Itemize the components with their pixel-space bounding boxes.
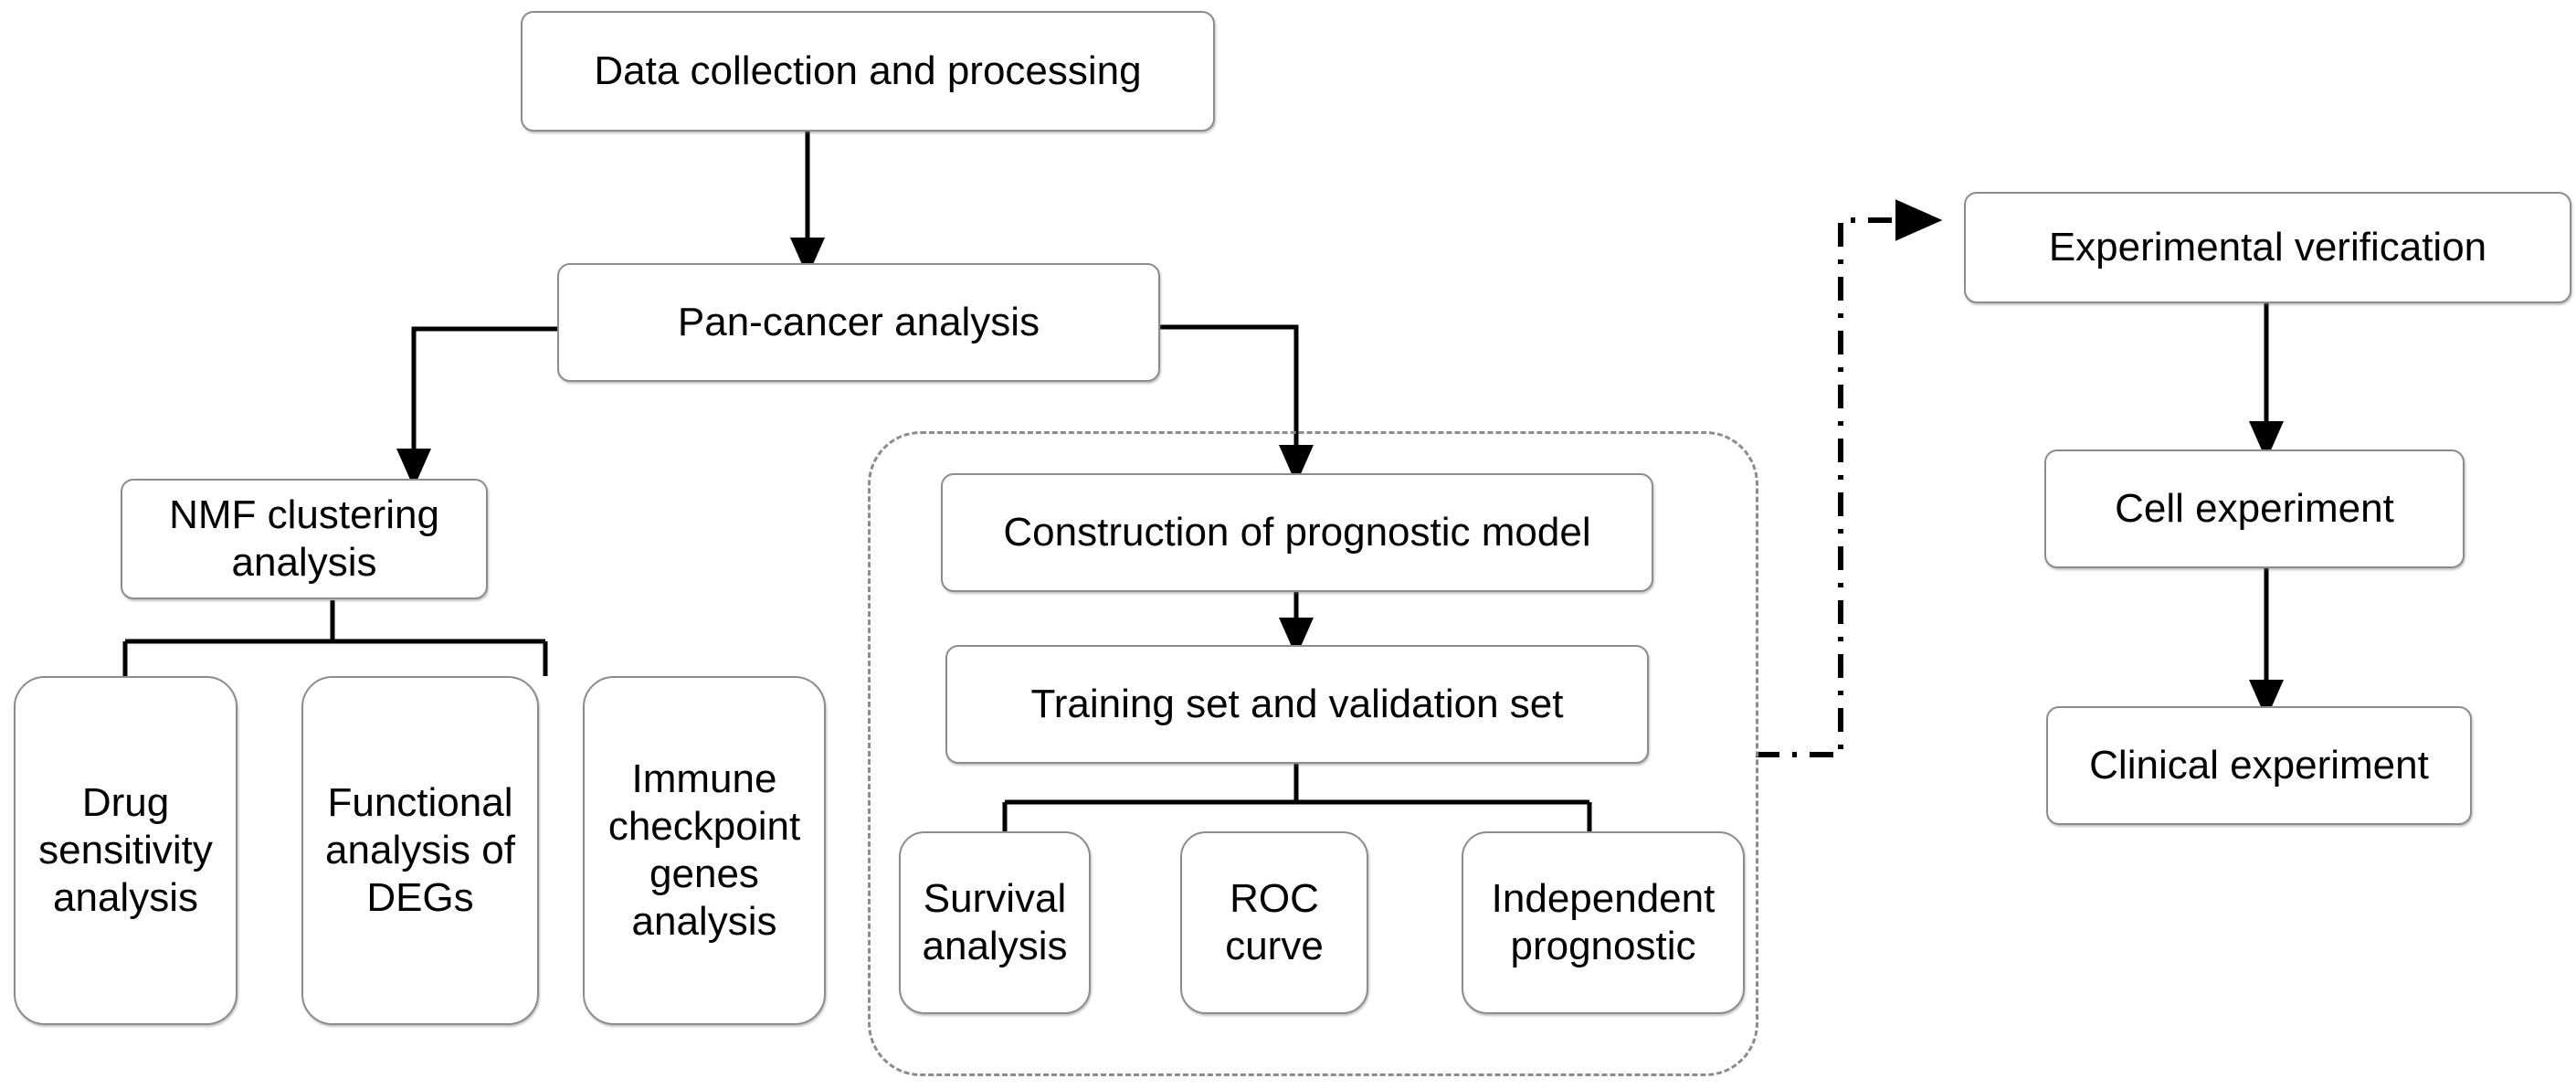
edge-nmf-to-children-bracket [122, 600, 548, 676]
node-construction-model[interactable]: Construction of prognostic model [941, 473, 1653, 592]
node-experimental-verification-label: Experimental verification [2048, 225, 2487, 270]
node-clinical-experiment[interactable]: Clinical experiment [2046, 706, 2472, 825]
node-roc-curve-label: ROC curve [1225, 876, 1324, 968]
node-independent-prognostic-label: Independent prognostic [1491, 876, 1716, 968]
node-data-collection[interactable]: Data collection and processing [521, 11, 1215, 132]
node-functional-analysis[interactable]: Functional analysis of DEGs [301, 676, 539, 1025]
node-pan-cancer-label: Pan-cancer analysis [677, 300, 1040, 345]
node-roc-curve[interactable]: ROC curve [1180, 831, 1368, 1014]
node-clinical-experiment-label: Clinical experiment [2089, 743, 2429, 788]
node-immune-checkpoint[interactable]: Immune checkpoint genes analysis [583, 676, 826, 1025]
edge-group-to-experimental-verification [1756, 199, 1943, 757]
node-functional-analysis-label: Functional analysis of DEGs [325, 780, 515, 920]
node-drug-sensitivity[interactable]: Drug sensitivity analysis [14, 676, 238, 1025]
node-survival-analysis[interactable]: Survival analysis [899, 831, 1091, 1014]
edge-pan-cancer-to-nmf [396, 326, 559, 489]
node-immune-checkpoint-label: Immune checkpoint genes analysis [607, 756, 801, 944]
node-survival-analysis-label: Survival analysis [922, 876, 1068, 968]
node-cell-experiment-label: Cell experiment [2115, 486, 2394, 532]
node-drug-sensitivity-label: Drug sensitivity analysis [38, 780, 213, 920]
node-nmf-clustering[interactable]: NMF clustering analysis [121, 479, 488, 599]
node-training-validation[interactable]: Training set and validation set [945, 645, 1649, 764]
node-cell-experiment[interactable]: Cell experiment [2044, 449, 2465, 568]
node-experimental-verification[interactable]: Experimental verification [1964, 192, 2571, 303]
node-construction-model-label: Construction of prognostic model [1003, 510, 1591, 555]
node-pan-cancer[interactable]: Pan-cancer analysis [557, 263, 1160, 382]
node-independent-prognostic[interactable]: Independent prognostic [1462, 831, 1745, 1014]
node-nmf-clustering-label: NMF clustering analysis [169, 492, 439, 585]
node-training-validation-label: Training set and validation set [1030, 682, 1564, 727]
node-data-collection-label: Data collection and processing [594, 48, 1142, 94]
